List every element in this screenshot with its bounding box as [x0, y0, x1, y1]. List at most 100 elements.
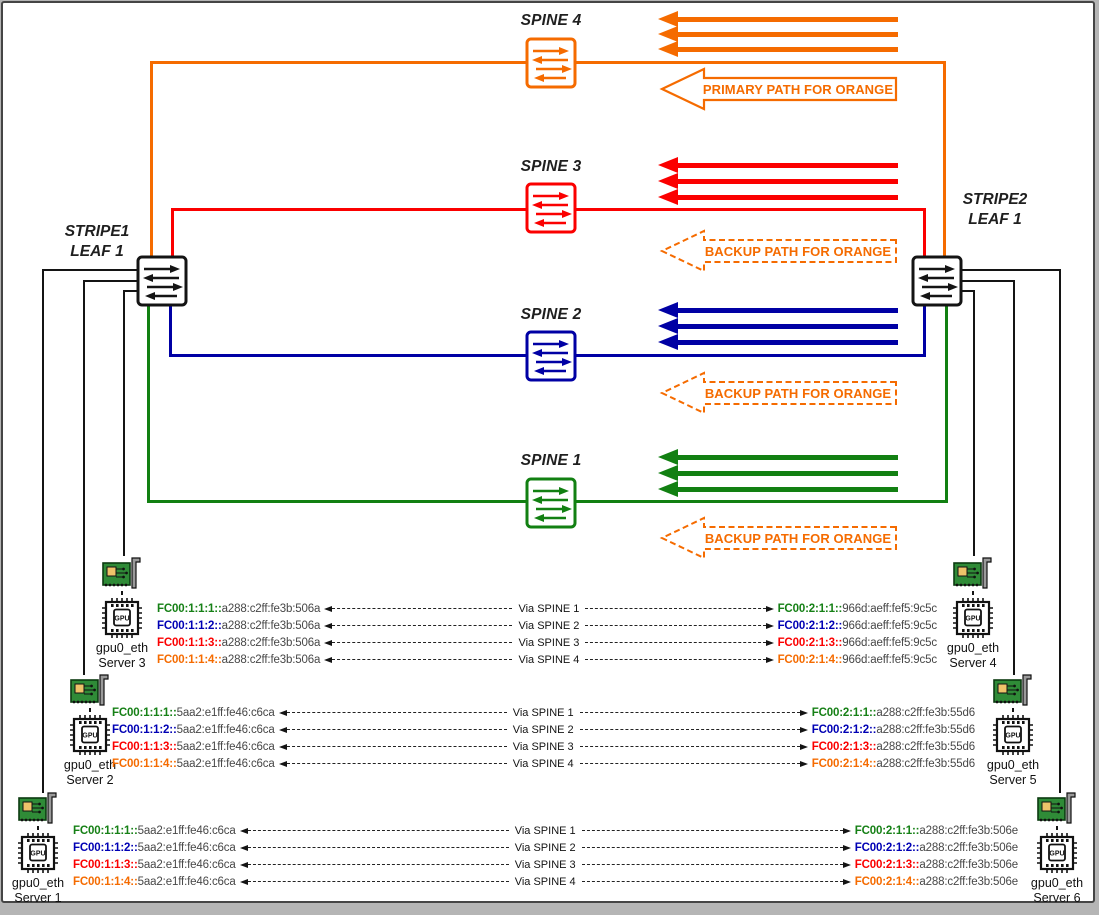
dashed-route-arrow: Via SPINE 1	[239, 825, 851, 837]
dashed-route-arrow: Via SPINE 1	[324, 603, 774, 615]
flow-arrow-blue-1	[658, 302, 898, 318]
backup-path-banner-3: BACKUP PATH FOR ORANGE	[658, 516, 898, 560]
flow-arrow-orange-2	[658, 26, 898, 42]
route-line: FC00:1:1:4::a288:c2ff:fe3b:506a Via SPIN…	[157, 651, 937, 668]
server-name-label: Server 5	[989, 773, 1037, 787]
flow-arrow-blue-2	[658, 318, 898, 334]
switch-icon	[911, 255, 963, 307]
backup-path-banner-label: BACKUP PATH FOR ORANGE	[704, 530, 892, 546]
left-address: FC00:1:1:4::5aa2:e1ff:fe46:c6ca	[73, 875, 236, 888]
path-banner-arrow-icon	[659, 516, 897, 560]
gpu-icon	[67, 712, 113, 758]
flow-arrow-orange-1	[658, 11, 898, 27]
server-4-group: gpu0_eth Server 4	[935, 556, 1011, 671]
server-5-group: gpu0_eth Server 5	[975, 673, 1051, 788]
wire-leaf1-server1-horizontal	[42, 269, 138, 271]
route-line: FC00:1:1:1::5aa2:e1ff:fe46:c6ca Via SPIN…	[112, 704, 975, 721]
left-address: FC00:1:1:2::5aa2:e1ff:fe46:c6ca	[112, 723, 275, 736]
switch-icon	[525, 477, 577, 529]
route-line: FC00:1:1:1::5aa2:e1ff:fe46:c6ca Via SPIN…	[73, 822, 1018, 839]
left-address: FC00:1:1:3::5aa2:e1ff:fe46:c6ca	[73, 858, 236, 871]
flow-arrow-green-3	[658, 481, 898, 497]
flow-arrow-red-2	[658, 173, 898, 189]
server-nic-label: gpu0_eth	[11, 876, 65, 890]
wire-blue-right-vertical	[923, 306, 926, 357]
server-name-label: Server 1	[14, 891, 62, 905]
flow-arrow-green-2	[658, 465, 898, 481]
left-address: FC00:1:1:1::5aa2:e1ff:fe46:c6ca	[112, 706, 275, 719]
switch-icon	[525, 37, 577, 89]
wire-orange-left-vertical	[150, 61, 153, 257]
right-address: FC00:2:1:1::a288:c2ff:fe3b:506e	[854, 824, 1018, 837]
left-address: FC00:1:1:4::a288:c2ff:fe3b:506a	[157, 653, 321, 666]
leaf-stripe2-label-line1: STRIPE2	[962, 191, 1028, 208]
right-address: FC00:2:1:3::a288:c2ff:fe3b:506e	[854, 858, 1018, 871]
wire-leaf2-server4-vertical	[973, 290, 975, 556]
dashed-route-arrow: Via SPINE 2	[278, 724, 808, 736]
backup-path-banner-label: BACKUP PATH FOR ORANGE	[704, 385, 892, 401]
left-address: FC00:1:1:3::5aa2:e1ff:fe46:c6ca	[112, 740, 275, 753]
nic-icon	[953, 556, 993, 592]
wire-leaf2-server4-horizontal	[961, 290, 975, 292]
wire-leaf1-server2-horizontal	[83, 280, 138, 282]
left-address: FC00:1:1:4::5aa2:e1ff:fe46:c6ca	[112, 757, 275, 770]
route-line: FC00:1:1:2::a288:c2ff:fe3b:506a Via SPIN…	[157, 617, 937, 634]
path-banner-arrow-icon	[659, 67, 898, 111]
backup-path-banner-2: BACKUP PATH FOR ORANGE	[658, 371, 898, 415]
gpu-icon	[990, 712, 1036, 758]
wire-leaf1-server1-vertical	[42, 269, 44, 793]
dashed-route-arrow: Via SPINE 4	[324, 654, 774, 666]
spine-3-switch	[525, 182, 577, 234]
wire-red-right-vertical	[923, 208, 926, 257]
wire-orange-right-vertical	[943, 61, 946, 257]
flow-arrow-red-1	[658, 157, 898, 173]
dashed-route-arrow: Via SPINE 4	[239, 876, 851, 888]
dashed-route-arrow: Via SPINE 2	[239, 842, 851, 854]
gpu-icon	[15, 830, 61, 876]
path-banner-arrow-icon	[659, 229, 897, 273]
spine-4-label: SPINE 4	[520, 12, 582, 29]
right-address: FC00:2:1:2::a288:c2ff:fe3b:55d6	[811, 723, 975, 736]
route-line: FC00:1:1:1::a288:c2ff:fe3b:506a Via SPIN…	[157, 600, 937, 617]
right-address: FC00:2:1:1::966d:aeff:fef5:9c5c	[777, 602, 938, 615]
server-nic-label: gpu0_eth	[1030, 876, 1084, 890]
leaf-stripe1-switch	[136, 255, 188, 307]
bottom-gray-bar	[0, 906, 1099, 915]
leaf-stripe2-label-line2: LEAF 1	[968, 211, 1022, 228]
leaf-stripe1-label: STRIPE1 LEAF 1	[37, 222, 157, 262]
nic-icon	[102, 556, 142, 592]
server-name-label: Server 6	[1033, 891, 1081, 905]
wire-leaf2-server6-vertical	[1059, 269, 1061, 793]
wire-green-right-vertical	[945, 306, 948, 503]
left-address: FC00:1:1:2::a288:c2ff:fe3b:506a	[157, 619, 321, 632]
primary-path-banner: PRIMARY PATH FOR ORANGE	[658, 67, 898, 111]
server-name-label: Server 2	[66, 773, 114, 787]
server-nic-label: gpu0_eth	[95, 641, 149, 655]
route-line: FC00:1:1:4::5aa2:e1ff:fe46:c6ca Via SPIN…	[73, 873, 1018, 890]
flow-arrow-red-3	[658, 189, 898, 205]
gpu-icon	[99, 595, 145, 641]
dashed-route-arrow: Via SPINE 1	[278, 707, 808, 719]
leaf-stripe2-label: STRIPE2 LEAF 1	[935, 190, 1055, 230]
address-row-server2-server5: FC00:1:1:1::5aa2:e1ff:fe46:c6ca Via SPIN…	[112, 704, 975, 772]
server-nic-label: gpu0_eth	[986, 758, 1040, 772]
right-address: FC00:2:1:4::a288:c2ff:fe3b:506e	[854, 875, 1018, 888]
nic-icon	[993, 673, 1033, 709]
wire-leaf1-server3-horizontal	[123, 290, 138, 292]
right-address: FC00:2:1:3::a288:c2ff:fe3b:55d6	[811, 740, 975, 753]
server-2-group: gpu0_eth Server 2	[52, 673, 128, 788]
leaf-stripe2-switch	[911, 255, 963, 307]
spine-2-switch	[525, 330, 577, 382]
server-name-label: Server 3	[98, 656, 146, 670]
route-line: FC00:1:1:4::5aa2:e1ff:fe46:c6ca Via SPIN…	[112, 755, 975, 772]
spine-2-label: SPINE 2	[520, 306, 582, 323]
dashed-route-arrow: Via SPINE 4	[278, 758, 808, 770]
nic-icon	[1037, 791, 1077, 827]
route-line: FC00:1:1:3::5aa2:e1ff:fe46:c6ca Via SPIN…	[73, 856, 1018, 873]
route-line: FC00:1:1:3::5aa2:e1ff:fe46:c6ca Via SPIN…	[112, 738, 975, 755]
nic-icon	[70, 673, 110, 709]
wire-leaf2-server6-horizontal	[961, 269, 1061, 271]
route-line: FC00:1:1:3::a288:c2ff:fe3b:506a Via SPIN…	[157, 634, 937, 651]
address-row-server3-server4: FC00:1:1:1::a288:c2ff:fe3b:506a Via SPIN…	[157, 600, 937, 668]
